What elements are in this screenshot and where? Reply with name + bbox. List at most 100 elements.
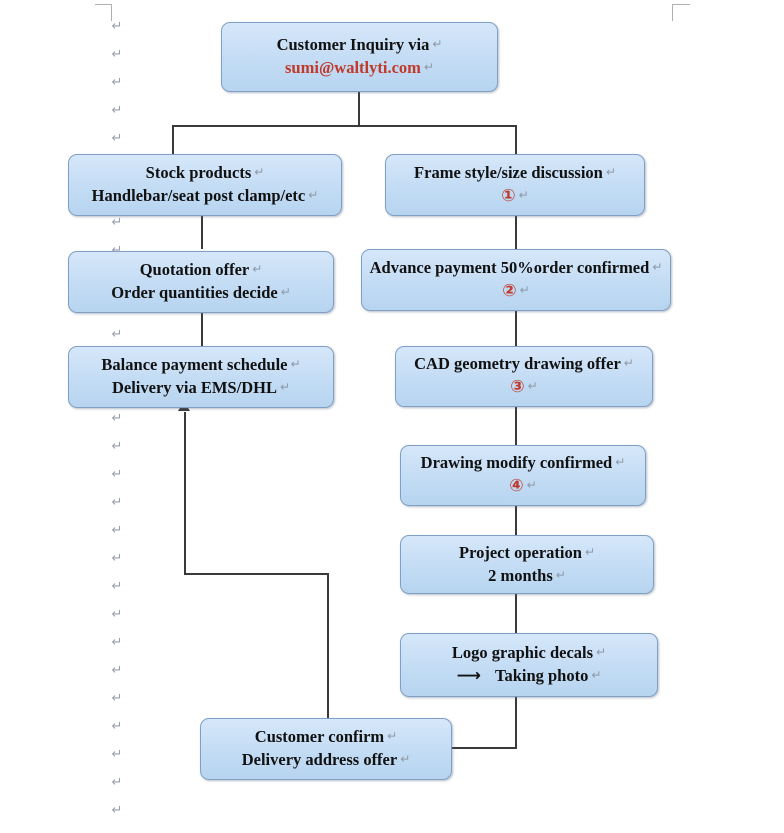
paragraph-return-mark: ↵ bbox=[111, 578, 123, 593]
paragraph-return-mark: ↵ bbox=[111, 466, 123, 481]
paragraph-return-mark: ↵ bbox=[111, 494, 123, 509]
paragraph-return-mark: ↵ bbox=[111, 802, 123, 817]
connector-inquiry-down bbox=[358, 91, 360, 126]
connector-frame-to-advance bbox=[515, 216, 517, 249]
paragraph-mark: ↵ bbox=[290, 357, 301, 372]
node-advance-payment-step: ②↵ bbox=[502, 280, 529, 303]
node-stock-products[interactable]: Stock products↵ Handlebar/seat post clam… bbox=[68, 154, 342, 216]
node-frame-style-discussion-step: ①↵ bbox=[501, 185, 528, 208]
connector-logo-down bbox=[515, 697, 517, 749]
connector-split-left-down bbox=[172, 125, 174, 154]
node-customer-inquiry-line1: Customer Inquiry via↵ bbox=[276, 35, 443, 55]
paragraph-return-mark: ↵ bbox=[111, 746, 123, 761]
page-margin-mark-top-right bbox=[672, 4, 690, 21]
paragraph-return-mark: ↵ bbox=[111, 74, 123, 89]
node-balance-payment-line2: Delivery via EMS/DHL↵ bbox=[111, 378, 291, 397]
paragraph-mark: ↵ bbox=[596, 644, 607, 659]
right-arrow-icon: ⟶ bbox=[456, 665, 481, 686]
paragraph-mark: ↵ bbox=[432, 37, 443, 52]
node-advance-payment-line1: Advance payment 50%order confirmed↵ bbox=[369, 257, 663, 277]
node-cad-drawing-offer-step: ③↵ bbox=[510, 376, 537, 399]
connector-logo-to-confirm bbox=[452, 747, 517, 749]
node-frame-style-discussion-line1: Frame style/size discussion↵ bbox=[414, 162, 616, 182]
paragraph-return-mark: ↵ bbox=[111, 242, 123, 257]
paragraph-mark: ↵ bbox=[279, 380, 291, 394]
paragraph-mark: ↵ bbox=[615, 455, 626, 470]
node-project-operation[interactable]: Project operation↵ 2 months↵ bbox=[400, 535, 654, 594]
paragraph-return-mark: ↵ bbox=[111, 662, 123, 677]
paragraph-mark-column: ↵↵↵↵↵↵↵↵↵↵↵↵↵↵↵↵↵↵↵↵↵↵↵↵↵↵↵↵↵ bbox=[106, 0, 128, 833]
paragraph-mark: ↵ bbox=[555, 567, 566, 582]
node-customer-confirm-line1: Customer confirm↵ bbox=[254, 727, 398, 747]
paragraph-return-mark: ↵ bbox=[111, 102, 123, 117]
node-logo-decals-line1: Logo graphic decals↵ bbox=[451, 642, 607, 662]
node-quotation-offer-line1: Quotation offer↵ bbox=[139, 260, 263, 280]
paragraph-return-mark: ↵ bbox=[111, 690, 123, 705]
paragraph-return-mark: ↵ bbox=[111, 522, 123, 537]
connector-cad-to-drawing bbox=[515, 407, 517, 445]
paragraph-return-mark: ↵ bbox=[111, 774, 123, 789]
paragraph-return-mark: ↵ bbox=[111, 634, 123, 649]
step-number-1: ① bbox=[501, 185, 516, 206]
node-customer-confirm-line2: Delivery address offer↵ bbox=[241, 750, 411, 769]
node-balance-payment-line1: Balance payment schedule↵ bbox=[101, 355, 301, 375]
connector-drawing-to-project bbox=[515, 506, 517, 535]
node-drawing-modify-confirmed[interactable]: Drawing modify confirmed↵ ④↵ bbox=[400, 445, 646, 506]
step-number-3: ③ bbox=[510, 377, 525, 398]
paragraph-return-mark: ↵ bbox=[111, 18, 123, 33]
connector-split-right-down bbox=[515, 125, 517, 154]
paragraph-mark: ↵ bbox=[623, 356, 634, 371]
page-margin-mark-top-left bbox=[95, 4, 112, 21]
paragraph-mark: ↵ bbox=[254, 165, 265, 180]
paragraph-mark: ↵ bbox=[527, 379, 538, 394]
paragraph-mark: ↵ bbox=[423, 60, 434, 74]
paragraph-mark: ↵ bbox=[518, 187, 529, 202]
paragraph-return-mark: ↵ bbox=[111, 438, 123, 453]
node-balance-payment[interactable]: Balance payment schedule↵ Delivery via E… bbox=[68, 346, 334, 408]
node-frame-style-discussion[interactable]: Frame style/size discussion↵ ①↵ bbox=[385, 154, 645, 216]
node-drawing-modify-line1: Drawing modify confirmed↵ bbox=[420, 453, 626, 473]
paragraph-mark: ↵ bbox=[400, 752, 411, 766]
paragraph-mark: ↵ bbox=[584, 544, 595, 559]
node-customer-confirm[interactable]: Customer confirm↵ Delivery address offer… bbox=[200, 718, 452, 780]
node-drawing-modify-step: ④↵ bbox=[509, 475, 536, 498]
step-number-2: ② bbox=[502, 280, 517, 301]
node-cad-drawing-offer[interactable]: CAD geometry drawing offer↵ ③↵ bbox=[395, 346, 653, 407]
email-address[interactable]: sumi@waltlyti.com bbox=[285, 58, 421, 77]
paragraph-mark: ↵ bbox=[280, 285, 291, 299]
paragraph-return-mark: ↵ bbox=[111, 326, 123, 341]
node-logo-decals-line2: ⟶Taking photo↵ bbox=[456, 665, 602, 686]
connector-stock-to-quotation bbox=[201, 216, 203, 249]
node-stock-products-line1: Stock products↵ bbox=[145, 163, 265, 183]
connector-quotation-to-balance bbox=[201, 313, 203, 346]
node-cad-drawing-offer-line1: CAD geometry drawing offer↵ bbox=[414, 354, 634, 374]
connector-loop-horizontal bbox=[184, 573, 329, 575]
paragraph-return-mark: ↵ bbox=[111, 46, 123, 61]
node-stock-products-line2: Handlebar/seat post clamp/etc↵ bbox=[91, 186, 319, 205]
paragraph-return-mark: ↵ bbox=[111, 214, 123, 229]
paragraph-mark: ↵ bbox=[605, 164, 616, 179]
paragraph-return-mark: ↵ bbox=[111, 718, 123, 733]
node-customer-inquiry[interactable]: Customer Inquiry via↵ sumi@waltlyti.com↵ bbox=[221, 22, 498, 92]
paragraph-mark: ↵ bbox=[387, 729, 398, 744]
paragraph-mark: ↵ bbox=[308, 188, 319, 202]
connector-loop-up-to-balance bbox=[184, 412, 186, 574]
node-logo-graphic-decals[interactable]: Logo graphic decals↵ ⟶Taking photo↵ bbox=[400, 633, 658, 697]
paragraph-mark: ↵ bbox=[252, 262, 263, 277]
node-project-operation-line1: Project operation↵ bbox=[458, 542, 595, 562]
connector-project-to-logo bbox=[515, 594, 517, 633]
node-quotation-offer-line2: Order quantities decide↵ bbox=[111, 283, 291, 302]
connector-confirm-up bbox=[327, 573, 329, 720]
node-project-operation-line2: 2 months↵ bbox=[488, 565, 566, 585]
paragraph-mark: ↵ bbox=[519, 282, 530, 297]
step-number-4: ④ bbox=[509, 476, 524, 497]
paragraph-mark: ↵ bbox=[652, 259, 663, 274]
node-customer-inquiry-line2: sumi@waltlyti.com↵ bbox=[285, 57, 434, 80]
paragraph-mark: ↵ bbox=[526, 478, 537, 493]
paragraph-return-mark: ↵ bbox=[111, 410, 123, 425]
node-advance-payment[interactable]: Advance payment 50%order confirmed↵ ②↵ bbox=[361, 249, 671, 311]
node-quotation-offer[interactable]: Quotation offer↵ Order quantities decide… bbox=[68, 251, 334, 313]
paragraph-return-mark: ↵ bbox=[111, 606, 123, 621]
paragraph-mark: ↵ bbox=[591, 667, 602, 682]
